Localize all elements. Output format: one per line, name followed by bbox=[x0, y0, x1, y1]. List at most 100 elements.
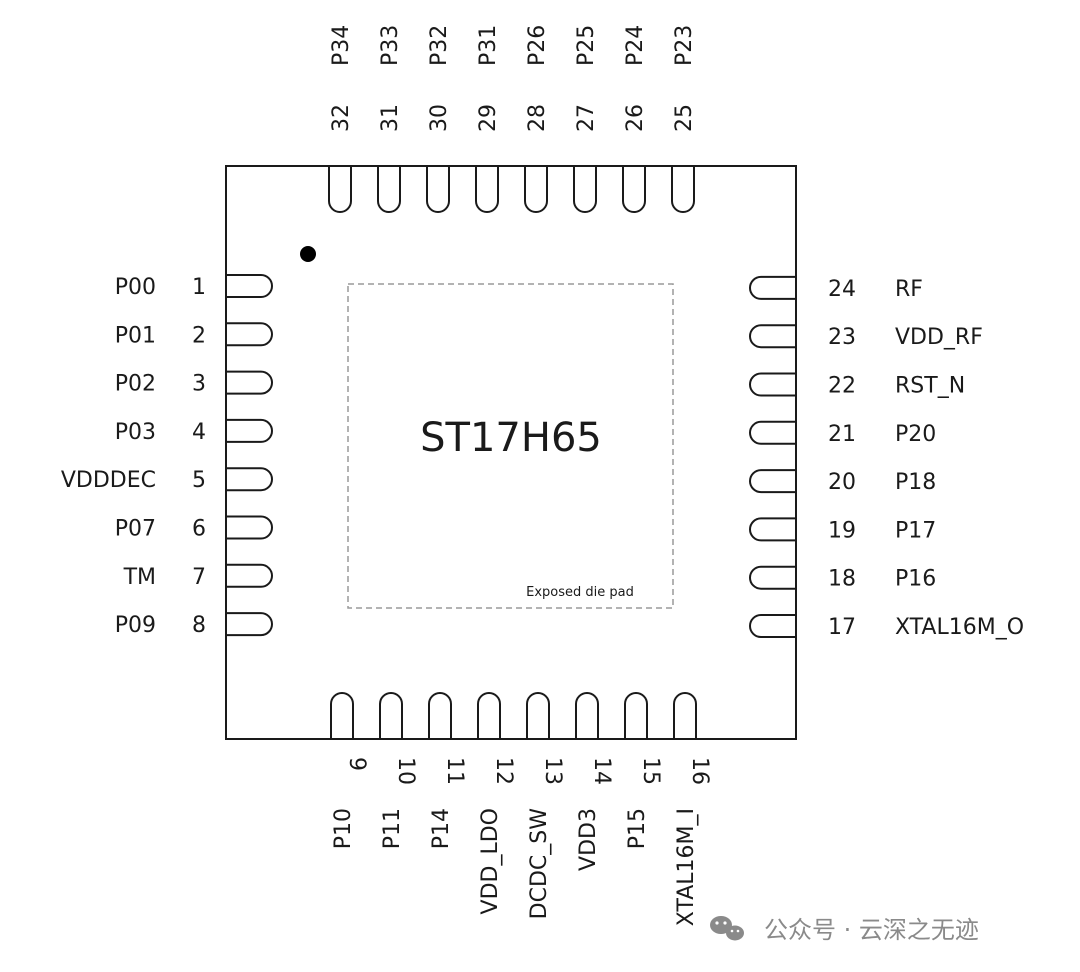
pin-signal: P20 bbox=[895, 422, 936, 447]
pin-number: 13 bbox=[540, 757, 565, 785]
pin-number: 17 bbox=[828, 615, 856, 640]
pin-number: 23 bbox=[828, 325, 856, 350]
pin-number: 31 bbox=[378, 104, 403, 132]
pin-number: 30 bbox=[427, 104, 452, 132]
pin-pad bbox=[475, 166, 499, 213]
pin-number: 1 bbox=[192, 275, 206, 300]
pin-30: 30 P32 bbox=[426, 25, 452, 213]
pin-number: 15 bbox=[638, 757, 663, 785]
pin-number: 29 bbox=[476, 104, 501, 132]
pin-pad bbox=[749, 420, 796, 445]
pin-signal: VDD3 bbox=[576, 808, 601, 871]
pin-signal: RF bbox=[895, 277, 923, 302]
pin-pad bbox=[575, 692, 599, 739]
pin-signal: P14 bbox=[429, 808, 454, 849]
pin-number: 24 bbox=[828, 277, 856, 302]
pin-signal: P01 bbox=[115, 323, 156, 348]
pin-number: 10 bbox=[393, 757, 418, 785]
pin-number: 2 bbox=[192, 323, 206, 348]
pin-number: 21 bbox=[828, 422, 856, 447]
pin-signal: VDD_LDO bbox=[478, 808, 503, 914]
pin-number: 25 bbox=[672, 104, 697, 132]
pin-number: 20 bbox=[828, 470, 856, 495]
pin-signal: P17 bbox=[895, 518, 936, 543]
pin-pad bbox=[622, 166, 646, 213]
pin-number: 28 bbox=[525, 104, 550, 132]
watermark-text: 公众号 · 云深之无迹 bbox=[764, 916, 979, 944]
pin-pad bbox=[226, 274, 273, 298]
pin-number: 12 bbox=[491, 757, 516, 785]
pin-number: 16 bbox=[687, 757, 712, 785]
pin-pad bbox=[749, 372, 796, 397]
pin-pad bbox=[226, 563, 273, 588]
pin-signal: DCDC_SW bbox=[527, 808, 552, 920]
pin-pad bbox=[377, 166, 401, 213]
pin-number: 5 bbox=[192, 468, 206, 493]
pin-31: 31 P33 bbox=[377, 25, 403, 213]
pin-signal: P16 bbox=[895, 567, 936, 592]
pin-number: 14 bbox=[589, 757, 614, 785]
pin-pad bbox=[673, 692, 697, 739]
exposed-die-pad bbox=[347, 283, 674, 609]
pin-pad bbox=[330, 692, 354, 739]
pin-signal: P00 bbox=[115, 275, 156, 300]
pin-number: 18 bbox=[828, 567, 856, 592]
pin-6: 6 P07 bbox=[115, 515, 273, 542]
pin-pad bbox=[573, 166, 597, 213]
pin-pad bbox=[426, 166, 450, 213]
pin-pad bbox=[226, 322, 273, 347]
pin-pad bbox=[428, 692, 452, 739]
pin-pad bbox=[524, 166, 548, 213]
pin-pad bbox=[226, 612, 273, 637]
pin-signal: P15 bbox=[625, 808, 650, 849]
pin-number: 8 bbox=[192, 613, 206, 638]
pin-number: 27 bbox=[574, 104, 599, 132]
pin-signal: P34 bbox=[329, 25, 354, 66]
pin-number: 3 bbox=[192, 372, 206, 397]
pin-pad bbox=[749, 517, 796, 542]
pin-signal: P32 bbox=[427, 25, 452, 66]
pin-number: 6 bbox=[192, 517, 206, 542]
pin-pad bbox=[477, 692, 501, 739]
pin-pad bbox=[749, 469, 796, 494]
pin-signal: VDD_RF bbox=[895, 325, 983, 350]
pin-signal: P25 bbox=[574, 25, 599, 66]
pin-pad bbox=[526, 692, 550, 739]
pin-signal: P03 bbox=[115, 420, 156, 445]
pin-number: 19 bbox=[828, 518, 856, 543]
pin-pad bbox=[379, 692, 403, 739]
pin-pad bbox=[226, 418, 273, 443]
pin-signal: P23 bbox=[672, 25, 697, 66]
chip-body bbox=[225, 165, 797, 740]
pin-pad bbox=[749, 565, 796, 590]
pin-pad bbox=[226, 370, 273, 395]
pin-number: 7 bbox=[192, 565, 206, 590]
pin-26: 26 P24 bbox=[622, 25, 648, 213]
pin-signal: P24 bbox=[623, 25, 648, 66]
pin-pad bbox=[226, 467, 273, 492]
watermark: 公众号 · 云深之无迹 bbox=[710, 916, 979, 944]
pin-1: 1 P00 bbox=[115, 274, 273, 300]
pin-number: 26 bbox=[623, 104, 648, 132]
pin-2: 2 P01 bbox=[115, 322, 273, 348]
pin-number: 9 bbox=[344, 757, 369, 771]
pin-pad bbox=[671, 166, 695, 213]
pin-signal: P10 bbox=[331, 808, 356, 849]
pin-signal: P33 bbox=[378, 25, 403, 66]
pin-pad bbox=[749, 614, 796, 638]
pin-signal: P07 bbox=[115, 517, 156, 542]
exposed-pad-label: Exposed die pad bbox=[526, 585, 634, 600]
